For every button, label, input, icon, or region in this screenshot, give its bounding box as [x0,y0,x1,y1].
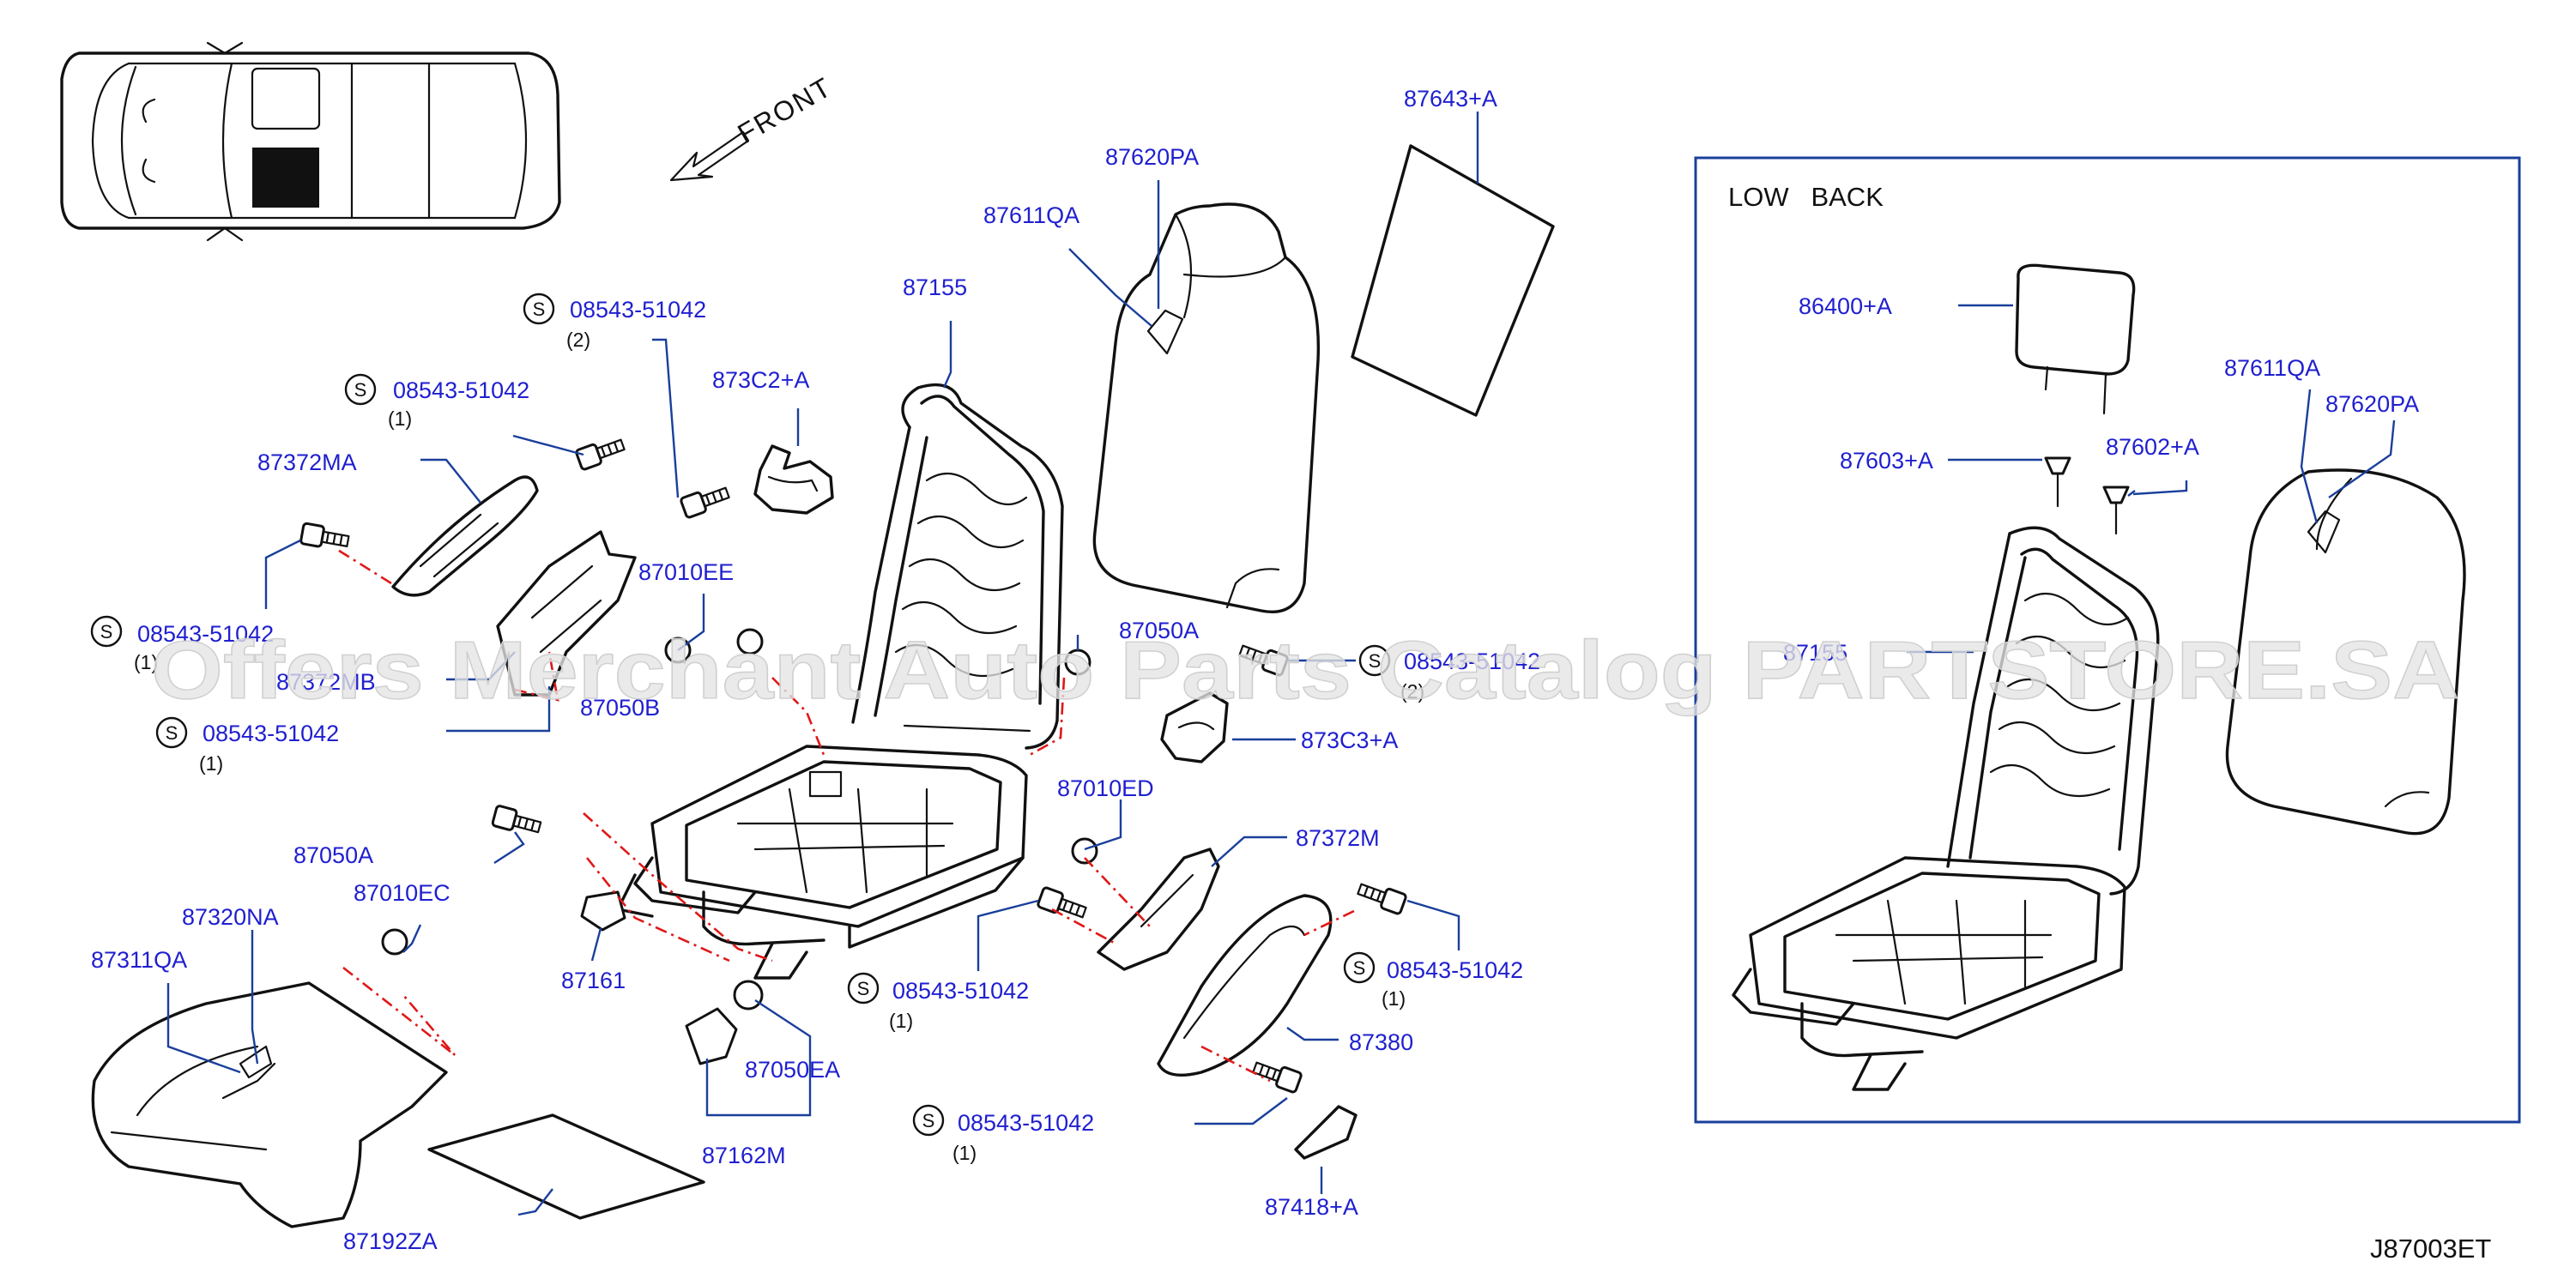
shield-87380 [1157,894,1333,1077]
label-bolt-top: 08543-51042 [570,297,706,323]
s-marker [847,972,880,1005]
label-87050B: 87050B [580,695,660,721]
pad-87643 [1351,144,1555,417]
label-87010ED: 87010ED [1057,775,1154,801]
s-marker-letter: S [1369,650,1382,672]
qty-bolt-left: (1) [388,407,412,430]
s-marker-letter: S [354,379,367,401]
front-label: FRONT [733,71,838,149]
assembly-lines [336,547,1355,1083]
label-87611QA: 87611QA [983,202,1079,228]
diagram-code: J87003ET [2370,1234,2491,1264]
leader-lines [166,112,1479,1216]
s-marker [1343,951,1376,984]
small-part-87162M [685,1007,738,1065]
selected-seat-marker [252,148,319,208]
label-lb-87602A: 87602+A [2106,434,2199,460]
label-87155: 87155 [903,275,967,300]
label-bolt-mid-left: 08543-51042 [137,621,274,647]
s-marker [155,716,188,749]
label-lb-86400A: 86400+A [1799,293,1892,319]
cover-87418 [1294,1105,1358,1160]
s-marker-letter: S [857,978,870,999]
label-87050EA: 87050EA [745,1057,840,1083]
label-87372MA: 87372MA [257,449,357,475]
s-marker [90,615,123,648]
s-markers: S S S S S S S S [90,293,1391,1137]
bracket-873C3 [1160,691,1229,763]
vehicle-overview [60,41,561,242]
label-87311QA: 87311QA [91,947,187,973]
part-labels: 87643+A 87620PA 87611QA 87155 08543-5104… [91,86,2491,1264]
small-part-87050EA [733,980,764,1011]
s-marker-letter: S [100,621,113,643]
label-87010EE: 87010EE [638,559,734,585]
label-lb-87603A: 87603+A [1840,448,1933,474]
small-part-87161 [580,890,626,932]
s-marker [344,373,377,406]
label-87010EC: 87010EC [354,880,450,906]
label-87620PA: 87620PA [1105,144,1199,170]
s-marker-letter: S [166,722,178,744]
label-bolt-right: 08543-51042 [1404,649,1540,674]
label-lb-87155: 87155 [1783,640,1847,666]
label-bolt-center: 08543-51042 [892,978,1029,1004]
seat-back-cover [1092,202,1321,613]
s-marker-letter: S [533,299,546,320]
seat-cushion [91,981,448,1228]
label-87050: 87050A [1119,618,1199,643]
qty-bolt-bottom: (1) [952,1142,977,1164]
label-873C3A: 873C3+A [1301,727,1398,753]
qty-bolt-top: (2) [566,329,590,351]
qty-bolt-lower-left: (1) [199,752,223,775]
label-lb-87620PA: 87620PA [2325,391,2419,417]
fastener-bolts [299,438,1407,1094]
label-lb-87611QA: 87611QA [2224,355,2320,381]
label-bolt-lower-left: 08543-51042 [203,721,339,746]
pad-87192ZA [427,1113,705,1220]
label-87372M: 87372M [1296,825,1380,851]
low-back-box: LOW BACK [1694,156,2521,1124]
bracket-873C2 [753,444,834,515]
qty-bolt-center: (1) [889,1010,913,1032]
label-bolt-left: 08543-51042 [393,377,529,403]
label-87320NA: 87320NA [182,904,279,930]
label-87050A: 87050A [293,842,373,868]
label-87380: 87380 [1349,1029,1413,1055]
low-back-label: LOW BACK [1728,182,1884,212]
bracket-87372M [1097,848,1220,971]
qty-bolt-right: (2) [1400,680,1424,703]
qty-bolt-rr: (1) [1382,987,1406,1010]
label-87418A: 87418+A [1265,1194,1358,1220]
bracket-87372MA [391,475,539,597]
front-arrow: FRONT [669,71,838,182]
qty-bolt-mid-left: (1) [134,651,158,673]
s-marker-letter: S [922,1110,935,1131]
label-87643A: 87643+A [1404,86,1497,112]
label-87161: 87161 [561,968,626,993]
label-87192ZA: 87192ZA [343,1228,438,1254]
s-marker [912,1104,945,1137]
label-87372MB: 87372MB [276,669,376,695]
label-bolt-bottom: 08543-51042 [958,1110,1094,1136]
label-87162M: 87162M [702,1143,786,1168]
s-marker [1358,644,1391,677]
watermark: Offers Merchant Auto Parts Catalog PARTS… [151,624,2459,716]
s-marker-letter: S [1353,957,1366,979]
label-873C2A: 873C2+A [712,367,809,393]
s-marker [523,293,555,325]
label-bolt-rr: 08543-51042 [1387,957,1523,983]
